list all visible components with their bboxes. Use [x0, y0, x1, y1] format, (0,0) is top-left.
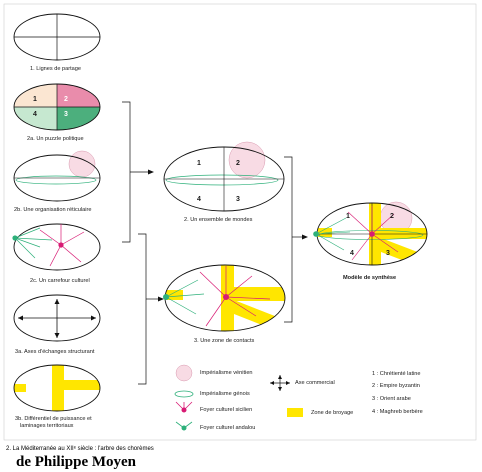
label-model-2: 2. Un ensemble de mondes [184, 217, 253, 223]
label-panel-2c: 2c. Un carrefour culturel [30, 278, 90, 284]
legend-broyage: Zone de broyage [311, 410, 354, 416]
legend-andalou: Foyer culturel andalou [200, 425, 256, 431]
legend-key-4: 4 : Maghreb berbère [372, 409, 423, 415]
label-panel-2b: 2b. Une organisation réticulaire [14, 207, 92, 213]
legend [174, 364, 303, 431]
number-1: 1 [346, 213, 350, 220]
panel-2c-carrefour-culturel [12, 223, 101, 271]
number-1: 1 [197, 160, 201, 167]
bracket-bottom [138, 233, 164, 385]
figure-caption: 2. La Méditerranée au XIIᵉ siècle : l'ar… [6, 446, 154, 452]
label-panel-2a: 2a. Un puzzle politique [27, 136, 84, 142]
legend-genois-swatch [174, 390, 194, 398]
author-title: de Philippe Moyen [16, 454, 137, 470]
legend-key-3: 3 : Orient arabe [372, 396, 411, 402]
number-2: 2 [64, 96, 68, 103]
legend-sicilien: Foyer culturel sicilien [200, 407, 253, 413]
bracket-top [122, 101, 154, 243]
legend-key-2: 2 : Empire byzantin [372, 383, 420, 389]
label-panel-3b-2: laminages territoriaux [20, 423, 74, 429]
number-3: 3 [64, 111, 68, 118]
panel-3a-axes-echanges [13, 294, 101, 342]
number-4: 4 [350, 250, 354, 257]
panel-2b-organisation-reticulaire [13, 150, 101, 202]
legend-sicilien-swatch [175, 401, 193, 413]
label-model-3: 3. Une zone de contacts [194, 338, 255, 344]
panel-1-lignes-de-partage [13, 13, 101, 61]
label-panel-3a: 3a. Axes d'échanges structurant [15, 349, 95, 355]
number-3: 3 [386, 250, 390, 257]
legend-broyage-swatch [287, 408, 303, 417]
legend-venitien: Impérialisme vénitien [200, 370, 253, 376]
legend-axe-swatch [270, 375, 290, 391]
legend-key-1: 1 : Chrétienté latine [372, 371, 421, 377]
bracket-right [284, 156, 308, 323]
legend-andalou-swatch [175, 421, 193, 431]
legend-genois: Impérialisme génois [200, 391, 250, 397]
panel-2a-puzzle-politique [13, 83, 101, 131]
label-synthese: Modèle de synthèse [343, 275, 397, 281]
legend-axe: Axe commercial [295, 380, 335, 386]
number-3: 3 [236, 196, 240, 203]
legend-venitien-swatch [175, 364, 193, 382]
number-4: 4 [33, 111, 37, 118]
number-2: 2 [390, 213, 394, 220]
label-panel-3b-1: 3b. Différentiel de puissance et [15, 416, 92, 422]
number-4: 4 [197, 196, 201, 203]
label-panel-1: 1. Lignes de partage [30, 66, 82, 72]
number-2: 2 [236, 160, 240, 167]
number-1: 1 [33, 96, 37, 103]
model-2-ensemble-mondes [163, 141, 285, 212]
panel-3b-differentiel-puissance [13, 364, 101, 412]
